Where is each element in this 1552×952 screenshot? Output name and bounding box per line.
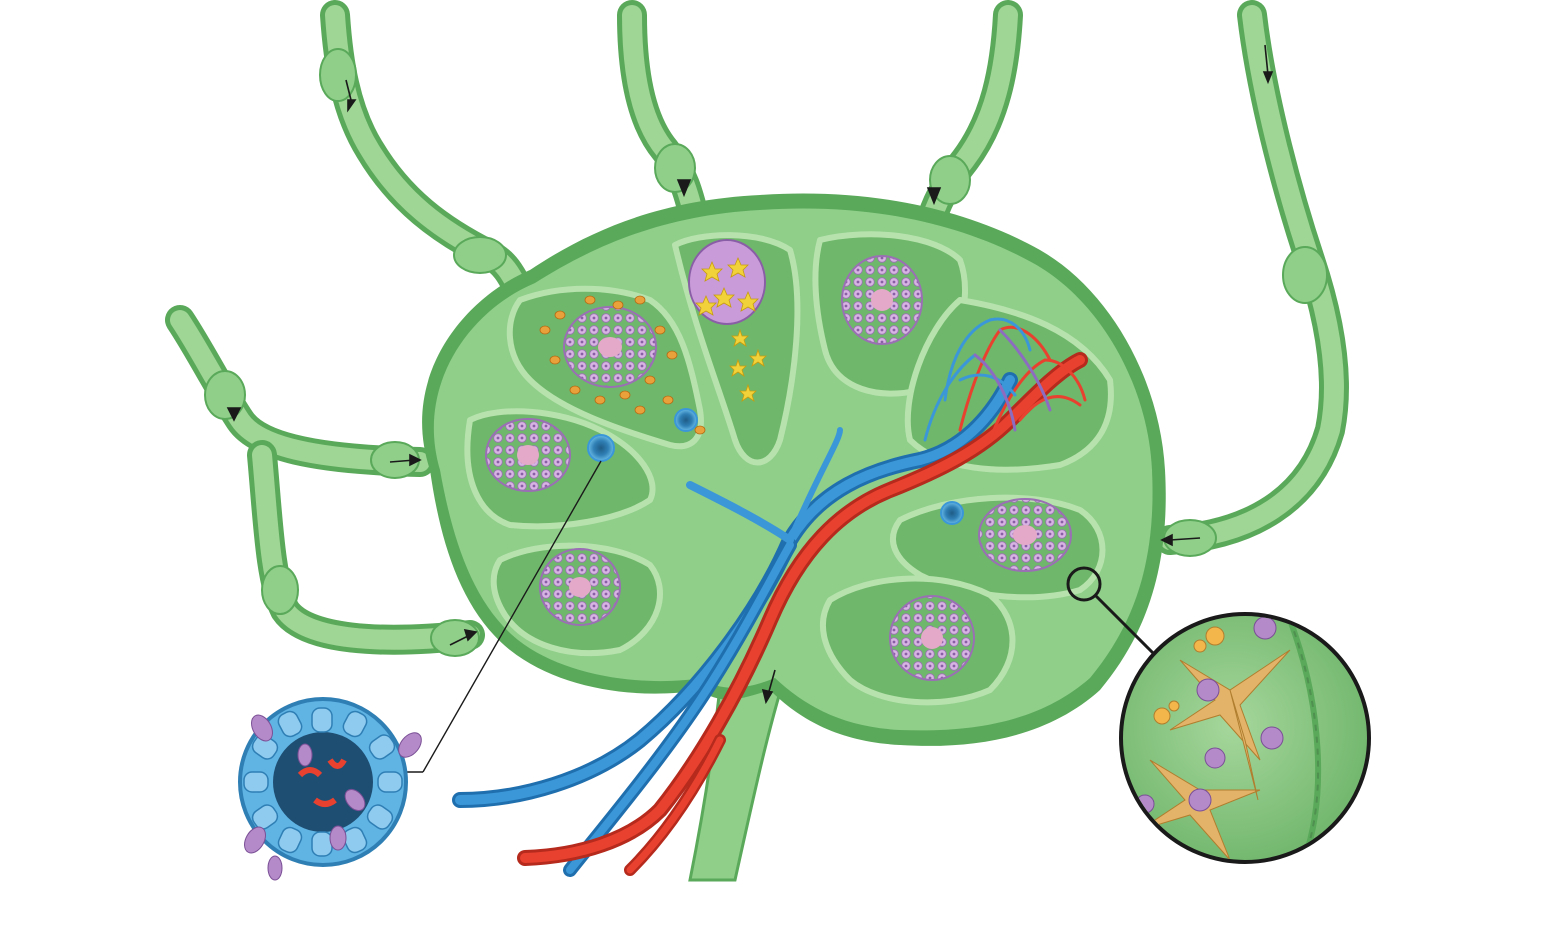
sinus-inset [1066, 566, 1371, 864]
lymphoid-follicles [485, 239, 1072, 681]
lymphoid-follicle [539, 548, 621, 626]
germinal-center [517, 445, 539, 465]
lymphoid-follicle [889, 595, 975, 681]
lymphoid-follicle [485, 418, 571, 492]
lymphoid-follicle [841, 255, 923, 345]
hev-inset [238, 460, 602, 881]
germinal-center [921, 627, 943, 649]
medullary-cells [539, 295, 706, 435]
germinal-center [871, 289, 893, 311]
lymphoid-follicle [563, 306, 657, 388]
lymph-flow-arrows [226, 44, 1274, 705]
germinal-center [598, 337, 622, 357]
germinal-center [1013, 525, 1037, 545]
afferent-lymphatic-vessels [165, 0, 1349, 657]
germinal-center [569, 577, 591, 597]
high-endothelial-venules [587, 408, 964, 525]
medullary-stars [729, 328, 767, 402]
follicle-with-dendritic-cells [688, 239, 766, 325]
blood-vessels [452, 317, 1088, 877]
lymphoid-follicle [978, 498, 1072, 572]
